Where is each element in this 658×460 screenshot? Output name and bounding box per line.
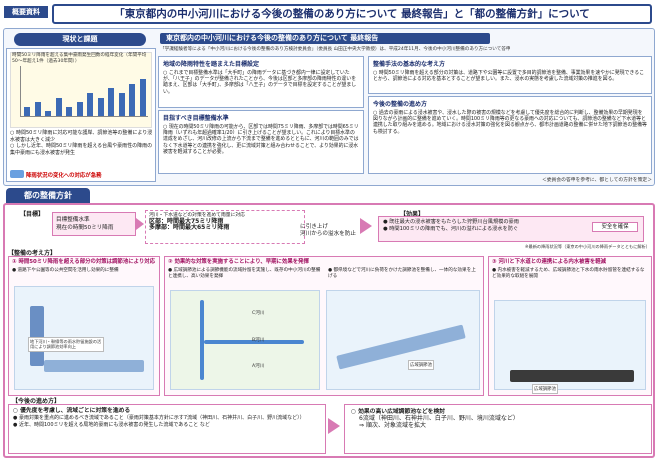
- future-item: ● 近年、時間100ミリを超える局地的豪雨にも浸水被害の発生した流域であること …: [13, 421, 210, 428]
- chart-bar: [118, 93, 125, 116]
- arrow-right-icon: [328, 418, 340, 434]
- shaft-graphic: [30, 306, 44, 366]
- summary-tag: 概要資料: [4, 6, 48, 18]
- goal-text: 現在の時間50ミリ降雨: [56, 225, 114, 231]
- effect-item: ● 既往最大の浸水被害をもたらした狩野川台風規模の豪雨: [383, 219, 519, 225]
- box-text: ○ これまで目標整備水準は「大手町」の降雨データに基づき都内一律に設定していたが…: [163, 70, 357, 95]
- final-report-subtitle: 「学識経験者等による「中小河川における今後の整備のあり方検討委員会」（委員長 山…: [160, 47, 511, 52]
- change-label: 降雨状況の変化への対応が急務: [26, 173, 102, 179]
- box-method: 整備手法の基本的な考え方 ○ 時間50ミリ降雨を超える部分の対策は、道路下や公園…: [368, 56, 652, 94]
- river-b-label: B河川: [252, 338, 265, 343]
- box-text: ○ 時間50ミリ降雨を超える部分の対策は、道路下や公園等に設置で多目的調節池を整…: [373, 70, 645, 83]
- current-bullets: ○ 時間50ミリ降雨に対応可能な護岸、調節池等の整備により浸水被害は大きく減少 …: [10, 130, 154, 156]
- goal-label: 【目標】: [20, 211, 45, 218]
- goal-mid-text: に引き上げ: [300, 224, 328, 230]
- current-bullet: ○ 時間50ミリ降雨に対応可能な護岸、調節池等の整備により浸水被害は大きく減少: [10, 130, 153, 143]
- chart-bar: [76, 102, 83, 116]
- box-target-level: 目指すべき目標整備水準 ○ 現在の時間50ミリ降雨の可能から、区部では時間75ミ…: [158, 110, 364, 174]
- col3-label: 広域調節池: [532, 384, 558, 394]
- arrow-icon: [10, 170, 24, 178]
- chart-bar: [45, 111, 51, 116]
- chart-bar: [34, 102, 41, 116]
- col-text: ● 内水被害を軽減するため、広域調節池と下水の雨水貯留管を連結するなど効果的な取…: [492, 268, 645, 279]
- goal-mid-text: 多摩部：時間最大65ミリ降雨: [149, 224, 230, 232]
- col-title: ② 効果的な対策を実施することにより、早期に効果を発揮: [168, 259, 309, 265]
- box-title: 地域の降雨特性を踏まえた目標設定: [163, 61, 260, 68]
- chart-bar: [24, 106, 30, 116]
- arrow-right-icon: [136, 218, 144, 230]
- col1-label: 地下河川・幹線等の雨水貯留施設の活用により調節池効率向上: [28, 337, 104, 352]
- col-text: ● 道路下や公園等の公共空間を活用し効果的に整備: [12, 268, 119, 273]
- goal-text: 目標整備水準: [56, 217, 90, 223]
- chart-caption: 時間50ミリ降雨を超える集中豪雨発生回数の経年変化（年間平均50〜年超え1件（過…: [12, 53, 147, 64]
- box-text: ○ 現在の時間50ミリ降雨の可能から、区部では時間75ミリ降雨、多摩部では時間6…: [163, 124, 359, 155]
- effect-item: ● 時間100ミリの降雨でも、河川の溢れによる浸水を防ぐ: [383, 226, 519, 232]
- goal-target: 河川・下水道などの対策を進めて雨量に対応 区部：時間最大75ミリ降雨 多摩部：時…: [145, 210, 305, 244]
- arrow-right-icon: [360, 218, 372, 234]
- effect-note: ※最新の降雨状況等（東京の中小河川の降雨データとともに解析）: [525, 244, 650, 249]
- chart-x-axis: [20, 116, 148, 117]
- chart-bar: [66, 106, 72, 116]
- box-text: ○ 過去の豪雨による浸水被害や、浸水した際の被害の規模などを考慮して優先度を総合…: [373, 110, 647, 135]
- col-text: ● 都県境などで河川に負荷をかけた調節池を整備し、一体的な効果を上げる: [328, 268, 476, 279]
- final-report-heading: 東京都内の中小河川における今後の整備のあり方について 最終報告: [160, 33, 490, 44]
- col-title: ③ 河川と下水道との連携による内水被害を軽減: [492, 259, 607, 265]
- river-graphic: [204, 340, 304, 344]
- river-c-label: C河川: [252, 311, 265, 316]
- box-progress: 今後の整備の進め方 ○ 過去の豪雨による浸水被害や、浸水した際の被害の規模などを…: [368, 96, 652, 174]
- goal-mid-text: 区部：時間最大75ミリ降雨: [149, 218, 224, 226]
- box-title: 今後の整備の進め方: [373, 101, 428, 108]
- box-title: 目指すべき目標整備水準: [163, 115, 229, 122]
- approach-label: 【整備の考え方】: [8, 250, 57, 257]
- chart-bar: [55, 97, 62, 116]
- col-title: ① 時間50ミリ降雨を超える部分の対策は調節池により対応: [12, 259, 156, 265]
- future-label: 【今後の進め方】: [12, 398, 61, 405]
- page-title: 「東京都内の中小河川における今後の整備のあり方について 最終報告」と「都の整備方…: [52, 4, 652, 24]
- future-title: ○ 効果の高い広域調節池などを検討: [351, 409, 446, 415]
- chart-bar: [87, 93, 93, 116]
- committee-note: ＜委員会の答申を参考に、都としての方針を策定＞: [541, 178, 652, 183]
- future-item: ● 豪雨対策を重点的に進めるべき流域であること（豪雨対策基本方針に示す7流域（神…: [13, 415, 305, 421]
- policy-heading: 都の整備方針: [6, 188, 90, 203]
- chart-y-axis: [20, 66, 21, 116]
- current-heading: 現状と課題: [14, 33, 146, 46]
- future-basins: 6流域（神田川、石神井川、白子川、野川、境川流域など）: [359, 415, 519, 422]
- future-left: ○ 優先度を考慮し、流域ごとに対策を進める ● 豪雨対策を重点的に進めるべき流域…: [8, 404, 326, 454]
- future-expand: ⇒ 順次、対象流域を拡大: [359, 421, 426, 429]
- future-right: ○ 効果の高い広域調節池などを検討 6流域（神田川、石神井川、白子川、野川、境川…: [344, 404, 652, 454]
- goal-mid-text: 河川・下水道などの対策を進めて雨量に対応: [149, 213, 245, 218]
- col2-subs: ● 広域調節池による調節機能の流域貯留を実施し、既存の中小河川の整備と連携し、高…: [165, 268, 483, 280]
- effect-badge: 安全を確保: [592, 222, 638, 232]
- tunnel-graphic: [44, 360, 144, 372]
- box-title: 整備手法の基本的な考え方: [373, 61, 446, 68]
- effect-label: 【効果】: [400, 211, 425, 218]
- river-a-label: A河川: [252, 364, 265, 369]
- col-text: ● 広域調節池による調節機能の流域貯留を実施し、既存の中小河川の整備と連携し、高…: [168, 268, 321, 279]
- river-graphic: [200, 300, 204, 380]
- rainfall-chart: [10, 52, 152, 128]
- future-title: ○ 優先度を考慮し、流域ごとに対策を進める: [13, 408, 131, 414]
- goal-outcome: に引き上げ 河川からの溢水を防止: [300, 224, 356, 238]
- chart-bar: [129, 83, 135, 116]
- chart-bar: [108, 88, 114, 116]
- current-bullet: ○ しかし近年、時間50ミリ降雨を超える台風や豪雨性の降雨の集中豪雨にも浸水被害…: [10, 143, 153, 156]
- sewer-graphic: [510, 370, 634, 382]
- chart-bar: [97, 97, 104, 116]
- box-regional-rainfall: 地域の降雨特性を踏まえた目標設定 ○ これまで目標整備水準は「大手町」の降雨デー…: [158, 56, 364, 108]
- col2-sub-label: 広域調節池: [408, 360, 434, 370]
- chart-bar: [139, 79, 146, 116]
- goal-mid-text: 河川からの溢水を防止: [300, 231, 356, 237]
- goal-current: 目標整備水準 現在の時間50ミリ降雨: [52, 212, 136, 236]
